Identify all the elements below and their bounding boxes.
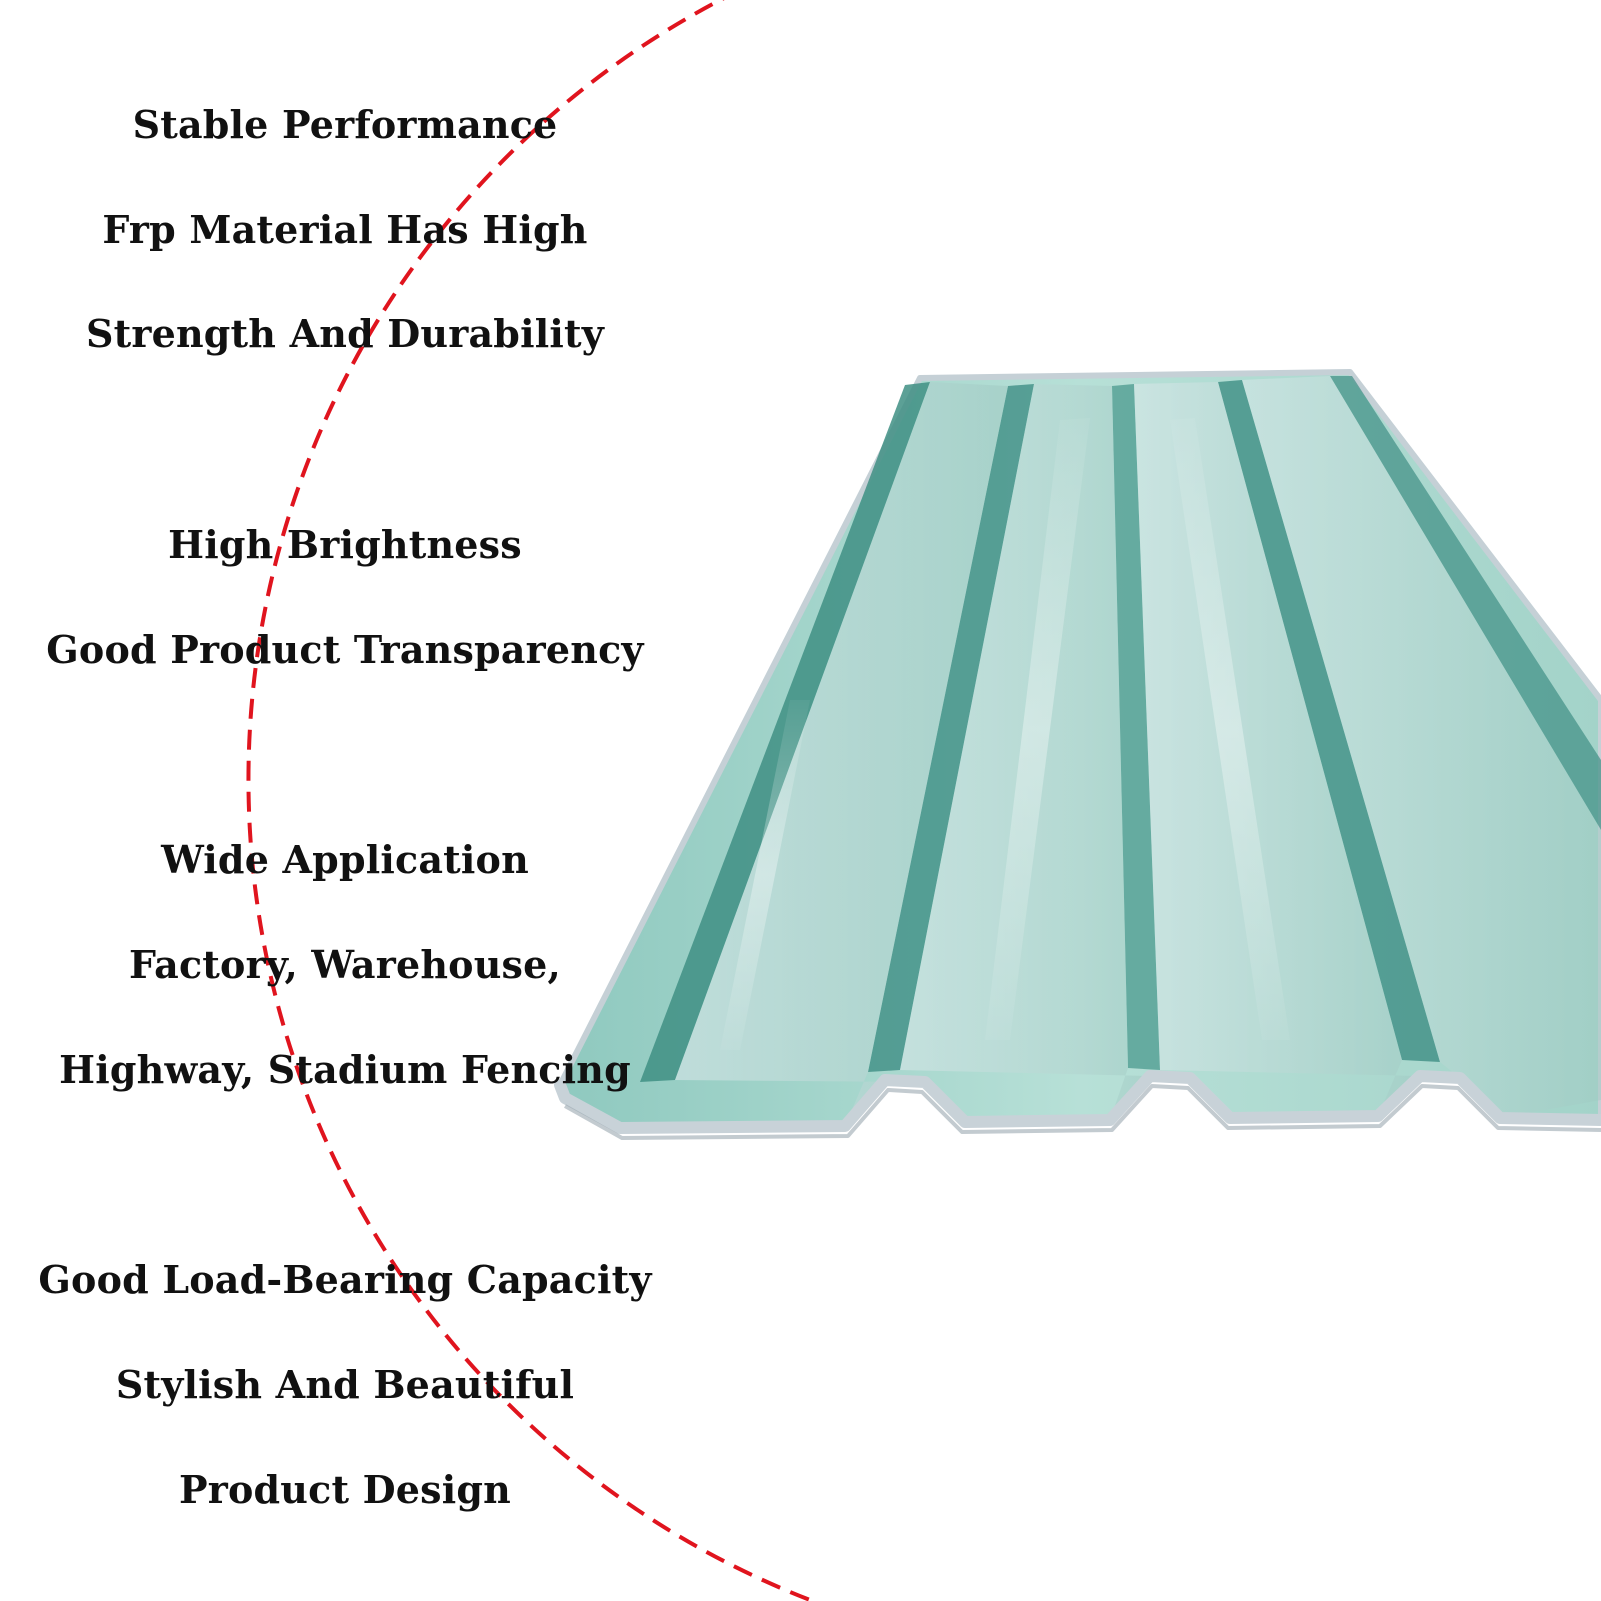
panel-stripe bbox=[1218, 380, 1440, 1062]
feature-line-strength: Strength And Durability bbox=[85, 311, 605, 356]
panel-stripe bbox=[1112, 384, 1160, 1070]
feature-line-transparency: Good Product Transparency bbox=[46, 627, 644, 672]
feature-heading-load-bearing: Good Load-Bearing Capacity bbox=[38, 1257, 652, 1302]
panel-edge bbox=[554, 1070, 1601, 1134]
feature-line-product-design: Product Design bbox=[178, 1467, 512, 1512]
panel-edge-shadow bbox=[564, 1084, 1601, 1140]
feature-line-frp-material: Frp Material Has High bbox=[102, 207, 588, 252]
panel-sheen bbox=[985, 418, 1090, 1040]
feature-heading-high-brightness: High Brightness bbox=[168, 522, 522, 567]
panel-rib bbox=[1242, 376, 1601, 1118]
roof-panel-image bbox=[554, 369, 1601, 1140]
feature-line-factory-warehouse: Factory, Warehouse, bbox=[129, 942, 561, 987]
panel-sheen bbox=[1170, 418, 1290, 1040]
feature-heading-stable-performance: Stable Performance bbox=[132, 102, 558, 147]
feature-line-highway-stadium: Highway, Stadium Fencing bbox=[59, 1047, 631, 1092]
panel-sheen bbox=[720, 700, 810, 1050]
feature-heading-wide-application: Wide Application bbox=[161, 837, 529, 882]
feature-line-stylish: Stylish And Beautiful bbox=[115, 1362, 575, 1407]
panel-stripe bbox=[868, 384, 1034, 1072]
red-dashed-arc bbox=[246, 0, 819, 1601]
